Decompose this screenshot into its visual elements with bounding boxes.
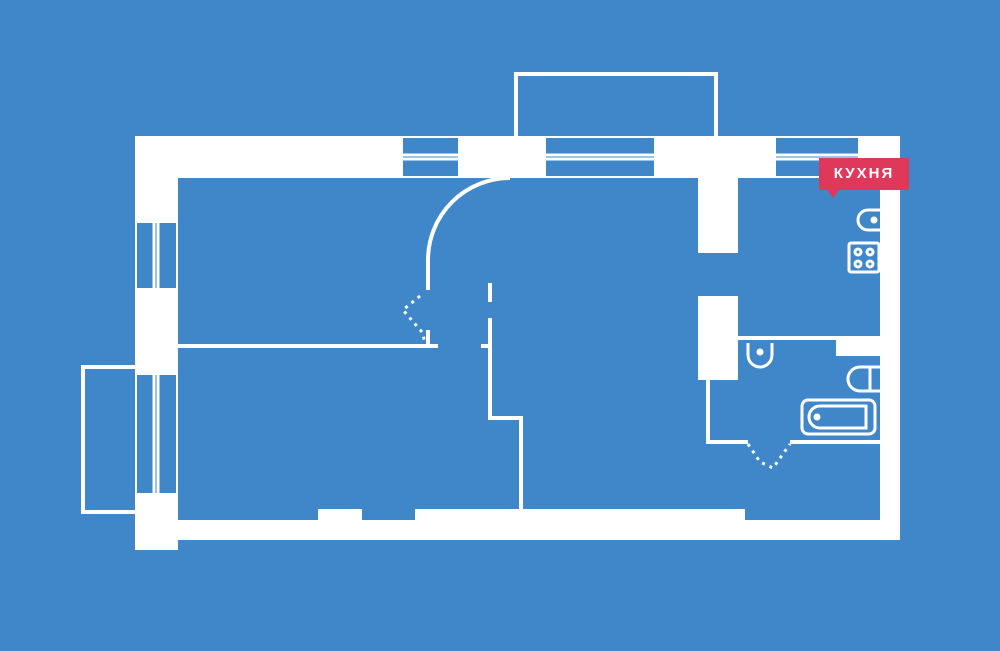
arc-wall bbox=[426, 176, 511, 290]
outer-walls bbox=[135, 136, 900, 550]
balcony-left bbox=[81, 365, 137, 514]
door-swing-left bbox=[400, 294, 428, 347]
column-lower bbox=[698, 296, 738, 380]
wall-left-rooms bbox=[178, 344, 438, 348]
bath-bottom-right bbox=[790, 440, 882, 444]
door-post bbox=[488, 283, 492, 302]
bottom-wall-pier-1 bbox=[318, 509, 362, 523]
door-jamb-left bbox=[426, 330, 430, 346]
left-windows bbox=[137, 223, 176, 493]
window-2 bbox=[546, 138, 654, 176]
top-wall bbox=[135, 136, 900, 178]
interior-walls bbox=[178, 178, 882, 510]
bath-bottom-left bbox=[706, 440, 748, 444]
sink-icon bbox=[856, 208, 880, 232]
window-left-1 bbox=[137, 223, 176, 288]
toilet-icon bbox=[746, 343, 774, 369]
wall-central-vertical bbox=[488, 344, 492, 420]
window-left-2 bbox=[137, 375, 176, 493]
wall-central-lower bbox=[519, 416, 523, 510]
door-swing-bath bbox=[746, 443, 792, 470]
bathtub-icon bbox=[800, 398, 877, 436]
door-post-2 bbox=[488, 318, 492, 346]
kitchen-bottom-pier bbox=[836, 336, 882, 356]
bottom-wall-pier-2 bbox=[415, 509, 745, 523]
column-upper bbox=[698, 178, 738, 253]
right-wall bbox=[880, 136, 900, 540]
balcony-top bbox=[514, 72, 718, 136]
wall-central-step bbox=[488, 416, 523, 420]
kitchen-bottom-wall bbox=[738, 336, 836, 340]
window-1 bbox=[403, 138, 458, 176]
door-swings bbox=[400, 294, 792, 470]
fixtures bbox=[746, 208, 881, 436]
top-windows bbox=[403, 138, 858, 176]
stove-icon bbox=[847, 241, 881, 274]
balconies bbox=[81, 72, 718, 514]
bottom-wall bbox=[135, 520, 900, 540]
washbasin-icon bbox=[846, 365, 880, 393]
wall-left-rooms-stub bbox=[481, 344, 491, 348]
corner-block bbox=[135, 510, 178, 550]
bath-left-wall bbox=[706, 380, 710, 443]
kitchen-label: КУХНЯ bbox=[819, 158, 909, 198]
